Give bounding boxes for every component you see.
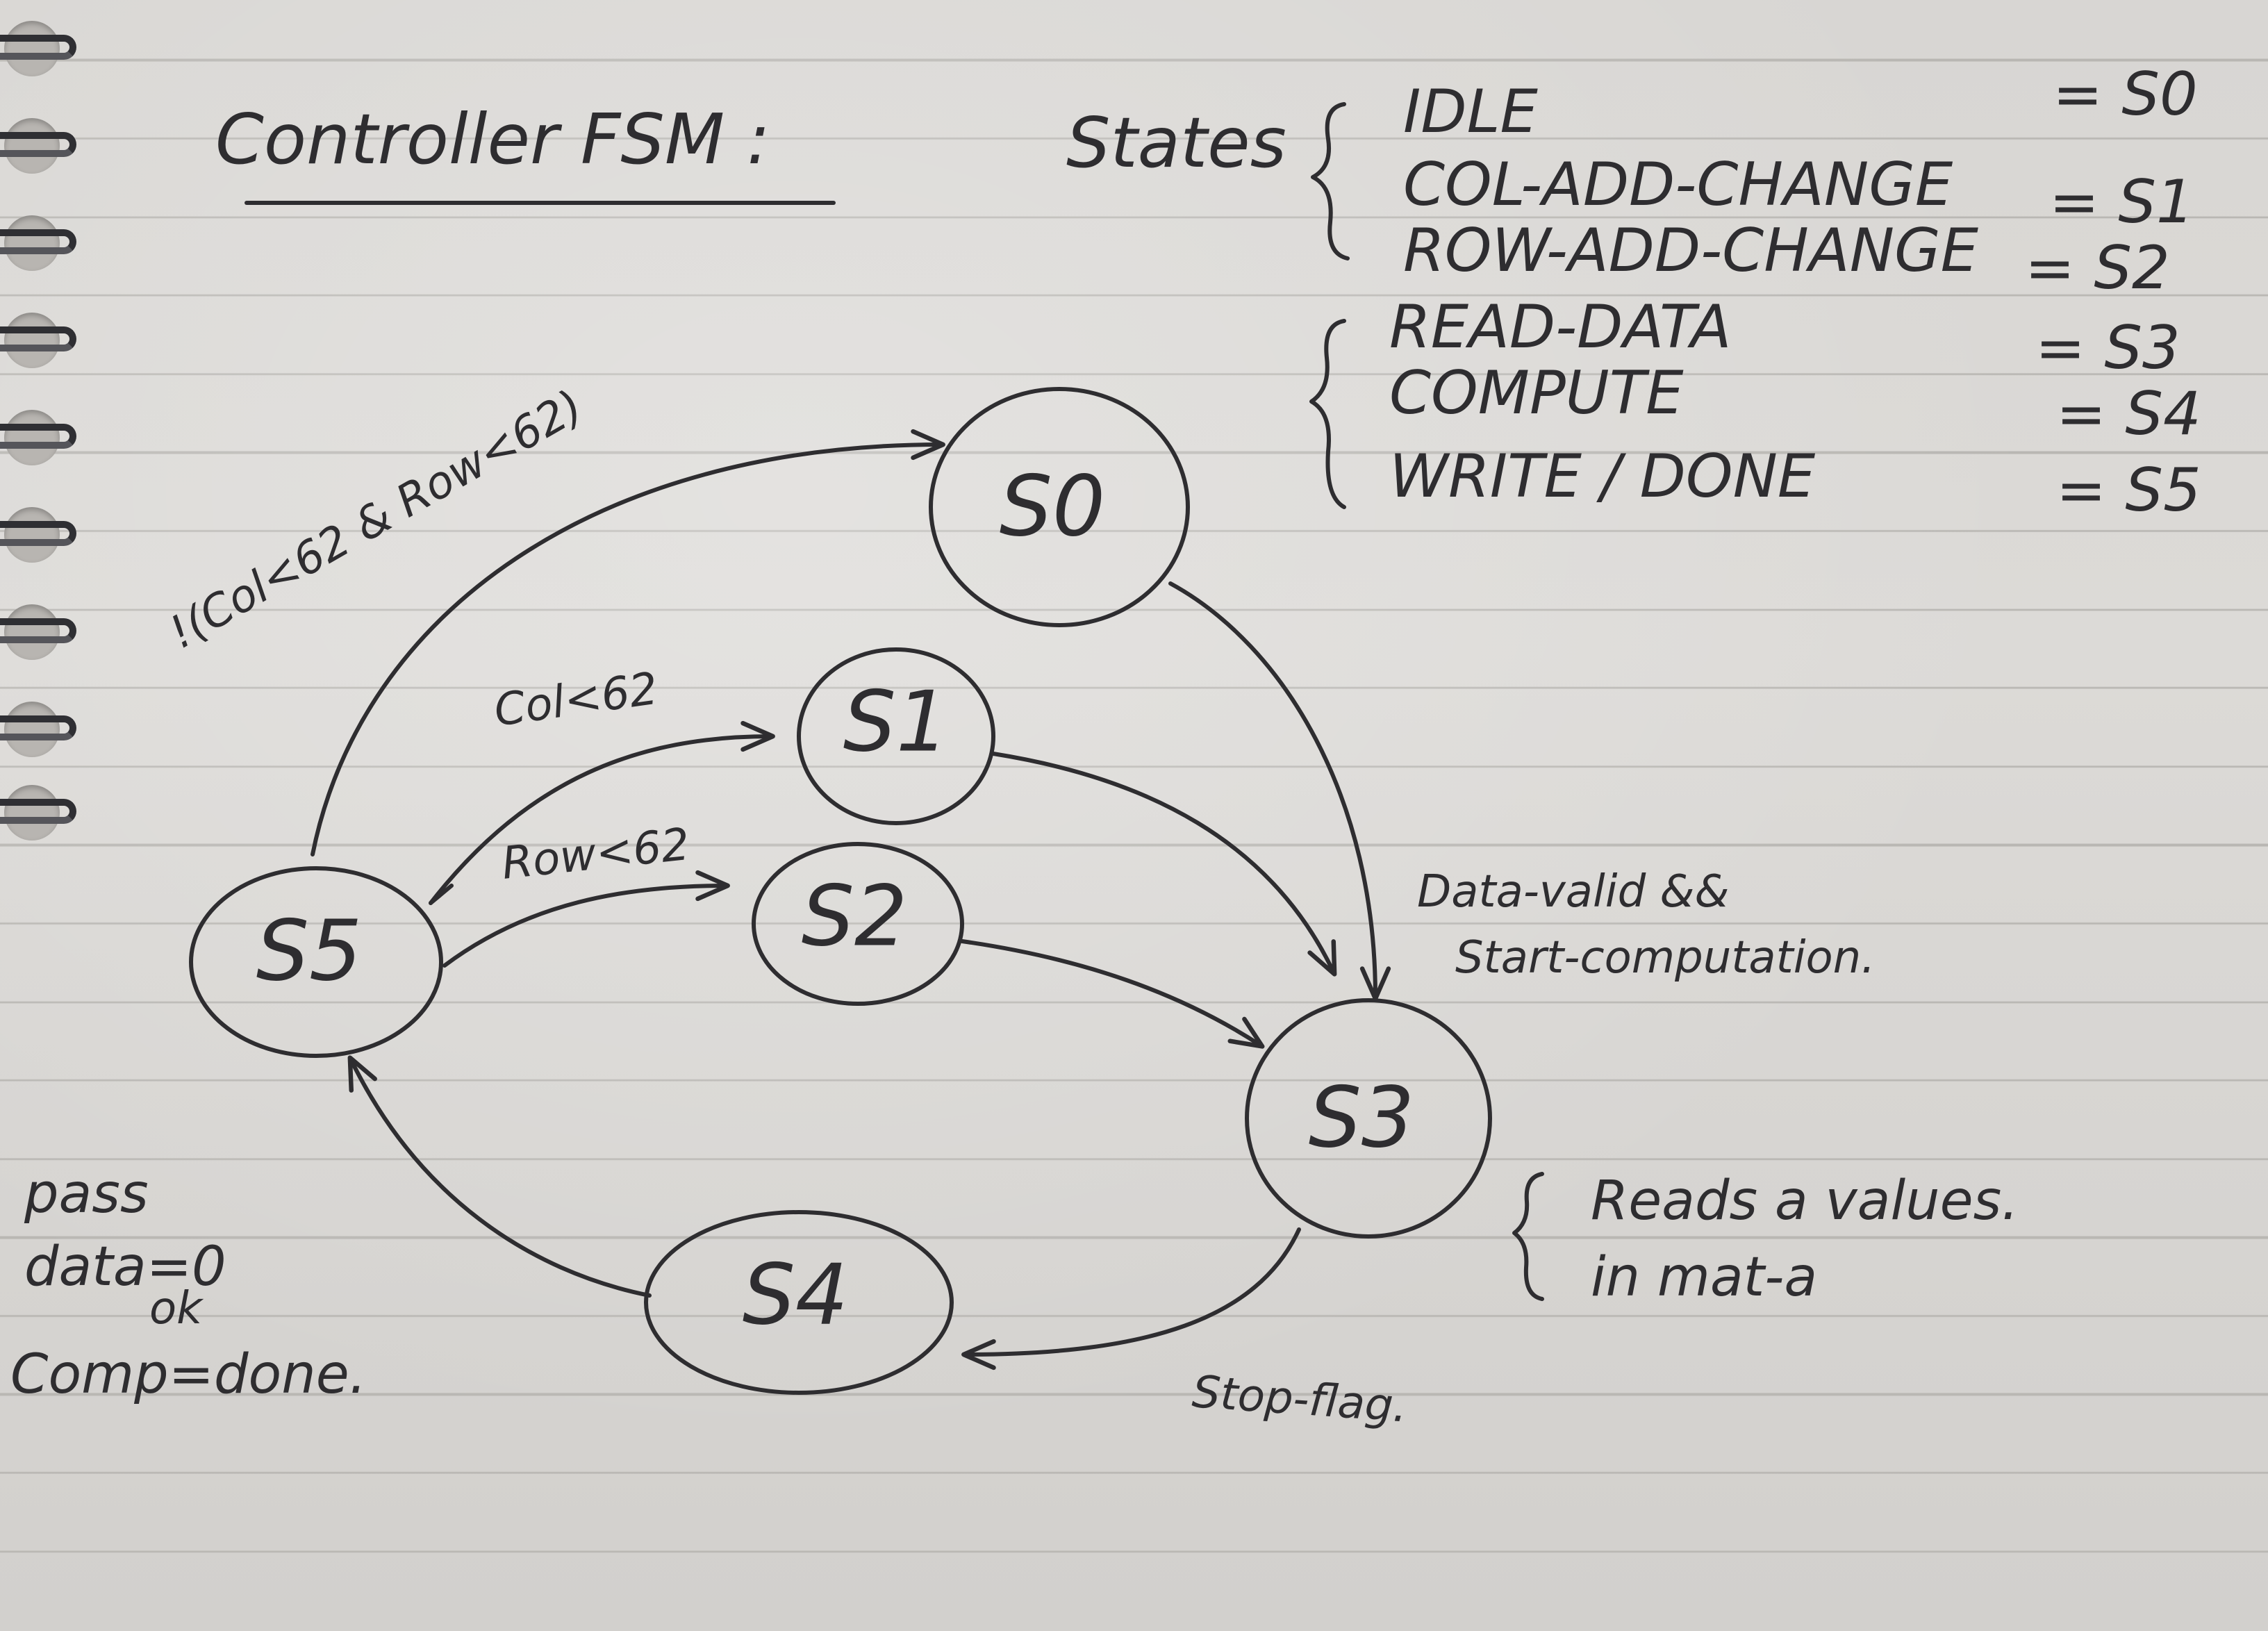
- legend-item-code: = S1: [2049, 167, 2194, 237]
- state-s3: S3: [1245, 998, 1492, 1239]
- spiral-binding-ring: [0, 132, 76, 157]
- note-s4-line: ok: [149, 1283, 204, 1334]
- state-s0: S0: [929, 387, 1190, 627]
- spiral-binding-ring: [0, 229, 76, 254]
- legend-heading: States: [1066, 102, 1286, 183]
- transition-arrow-s2-s3: [960, 939, 1265, 1049]
- transition-label-s0-s3: Data-valid &&: [1417, 866, 1729, 918]
- note-s3-line: Reads a values.: [1591, 1170, 2019, 1232]
- legend-item-name: COL-ADD-CHANGE: [1403, 150, 1953, 220]
- transition-arrow-s1-s3: [991, 752, 1337, 977]
- legend-brace-bottom: [1309, 319, 1346, 509]
- transition-arrow-s5-s0: [311, 429, 945, 856]
- page-title: Controller FSM :: [215, 99, 770, 180]
- state-s4: S4: [644, 1210, 954, 1395]
- legend-brace-top: [1311, 102, 1350, 260]
- state-label: S1: [843, 674, 950, 771]
- spiral-binding-ring: [0, 35, 76, 60]
- legend-item-code: = S3: [2035, 313, 2180, 383]
- note-s4-line: Comp=done.: [10, 1343, 366, 1406]
- note-s3-line: in mat-a: [1591, 1246, 1817, 1309]
- legend-item-name: IDLE: [1403, 77, 1538, 147]
- transition-label-s5-s2: Row<62: [499, 819, 692, 890]
- state-s5: S5: [189, 866, 443, 1058]
- state-s2: S2: [752, 842, 964, 1006]
- legend-item-name: WRITE / DONE: [1389, 442, 1816, 511]
- spiral-binding-ring: [0, 715, 76, 740]
- legend-item-code: = S4: [2056, 379, 2201, 449]
- legend-item-name: READ-DATA: [1389, 292, 1731, 362]
- spiral-binding-ring: [0, 326, 76, 351]
- state-label: S3: [1309, 1070, 1415, 1167]
- transition-tick: [429, 884, 454, 905]
- spiral-binding-ring: [0, 799, 76, 824]
- legend-item-name: COMPUTE: [1389, 358, 1684, 428]
- transition-label-s5-s0: !(Col<62 & Row<62): [160, 381, 592, 659]
- state-s1: S1: [797, 647, 995, 825]
- state-label: S0: [1000, 459, 1106, 556]
- note-s4-line: pass: [24, 1163, 149, 1225]
- transition-label-s0-s3-line2: Start-computation.: [1455, 932, 1876, 984]
- legend-item-code: = S0: [2053, 60, 2198, 129]
- transition-arrow-s5-s2: [442, 870, 730, 968]
- state-label: S4: [743, 1248, 849, 1344]
- legend-item-name: ROW-ADD-CHANGE: [1403, 216, 1979, 285]
- transition-arrow-s4-s5: [347, 1055, 652, 1298]
- note-s4-line: data=0: [24, 1236, 226, 1298]
- legend-item-code: = S2: [2025, 233, 2170, 303]
- state-label: S5: [256, 904, 363, 1000]
- transition-arrow-s3-s4: [961, 1227, 1301, 1371]
- legend-item-code: = S5: [2056, 456, 2201, 525]
- transition-arrow-s0-s3: [1168, 581, 1391, 1001]
- note-brace: [1512, 1172, 1544, 1301]
- transition-label-s3-s4: Stop-flag.: [1191, 1366, 1409, 1432]
- transition-arrow-s5-s1: [429, 720, 775, 905]
- spiral-binding-ring: [0, 424, 76, 449]
- state-label: S2: [802, 869, 908, 966]
- spiral-binding-ring: [0, 618, 76, 643]
- spiral-binding-ring: [0, 521, 76, 546]
- transition-label-s5-s1: Col<62: [491, 663, 661, 737]
